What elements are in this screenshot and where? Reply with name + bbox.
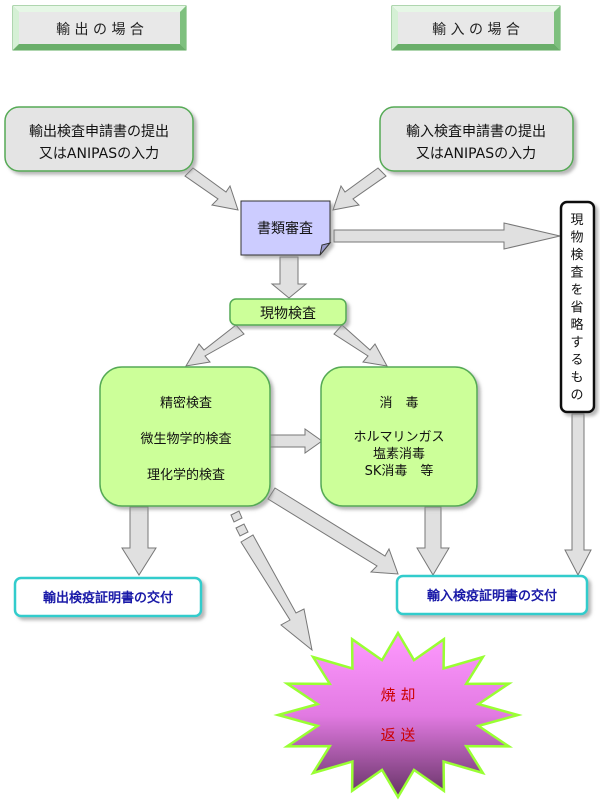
export-application-box	[4, 106, 194, 172]
arrow-export-to-review	[184, 167, 239, 211]
rejection-burst	[273, 630, 523, 800]
physical-inspection-box	[229, 298, 347, 326]
skip-inspection-char: 検	[570, 248, 583, 263]
arrow-methods-to-import-cert	[267, 487, 399, 575]
connectors	[121, 167, 592, 652]
inspection-methods-box	[99, 366, 271, 507]
import-header-label: 輸 入 の 場 合	[432, 22, 520, 38]
skip-inspection-char: を	[570, 283, 583, 298]
skip-inspection-char: 略	[570, 317, 583, 333]
arrow-disinfection-to-import-cert	[416, 506, 450, 576]
import-application-line2: 又はANIPASの入力	[416, 146, 536, 162]
skip-inspection-char: の	[570, 388, 583, 403]
arrow-methods-to-rejection-dash	[230, 510, 243, 523]
arrow-methods-to-rejection	[240, 534, 313, 652]
disinfection-line4: SK消毒 等	[365, 463, 434, 479]
arrow-physical-to-methods	[185, 324, 245, 367]
export-application-line2: 又はANIPASの入力	[39, 146, 159, 162]
arrow-review-to-physical	[270, 256, 308, 299]
import-application-box	[379, 106, 574, 172]
arrow-skip-to-import-cert	[564, 413, 592, 577]
inspection-methods-line2: 微生物学的検査	[140, 431, 231, 447]
skip-inspection-char: 物	[570, 231, 583, 246]
document-review-box	[240, 200, 332, 256]
rejection-line2: 返 送	[381, 726, 416, 744]
import-certificate-label: 輸入検疫証明書の交付	[427, 588, 557, 604]
export-header-label: 輸 出 の 場 合	[56, 22, 144, 38]
skip-inspection-char: も	[570, 371, 583, 386]
arrow-import-to-review	[332, 167, 387, 211]
physical-inspection-label: 現物検査	[260, 306, 316, 322]
arrow-methods-to-export-cert	[121, 506, 157, 576]
arrow-methods-to-disinfection	[269, 428, 323, 454]
import-certificate-box	[395, 574, 589, 616]
skip-inspection-char: る	[570, 353, 583, 368]
export-application-line1: 輸出検査申請書の提出	[29, 124, 169, 140]
skip-inspection-char: 省	[570, 301, 583, 316]
export-header: 輸 出 の 場 合	[12, 5, 187, 51]
disinfection-line1: 消 毒	[379, 396, 418, 411]
arrow-physical-to-disinfection	[333, 324, 388, 367]
skip-inspection-box	[559, 200, 596, 414]
inspection-methods-line3: 理化学的検査	[147, 467, 225, 483]
skip-inspection-char: 現	[570, 213, 583, 228]
skip-inspection-char: す	[570, 336, 583, 351]
disinfection-box	[320, 366, 478, 507]
disinfection-line3: 塩素消毒	[373, 447, 425, 462]
export-certificate-box	[13, 576, 203, 618]
arrow-methods-to-rejection-dash2	[235, 523, 249, 537]
arrow-review-to-skip	[333, 222, 561, 250]
import-application-line1: 輸入検査申請書の提出	[406, 124, 546, 140]
inspection-methods-line1: 精密検査	[160, 395, 212, 411]
import-header: 輸 入 の 場 合	[391, 5, 561, 51]
rejection-line1: 焼 却	[381, 686, 416, 704]
skip-inspection-char: 査	[570, 266, 583, 281]
export-certificate-label: 輸出検疫証明書の交付	[43, 590, 173, 606]
disinfection-line2: ホルマリンガス	[353, 430, 444, 445]
document-review-label: 書類審査	[257, 221, 313, 237]
